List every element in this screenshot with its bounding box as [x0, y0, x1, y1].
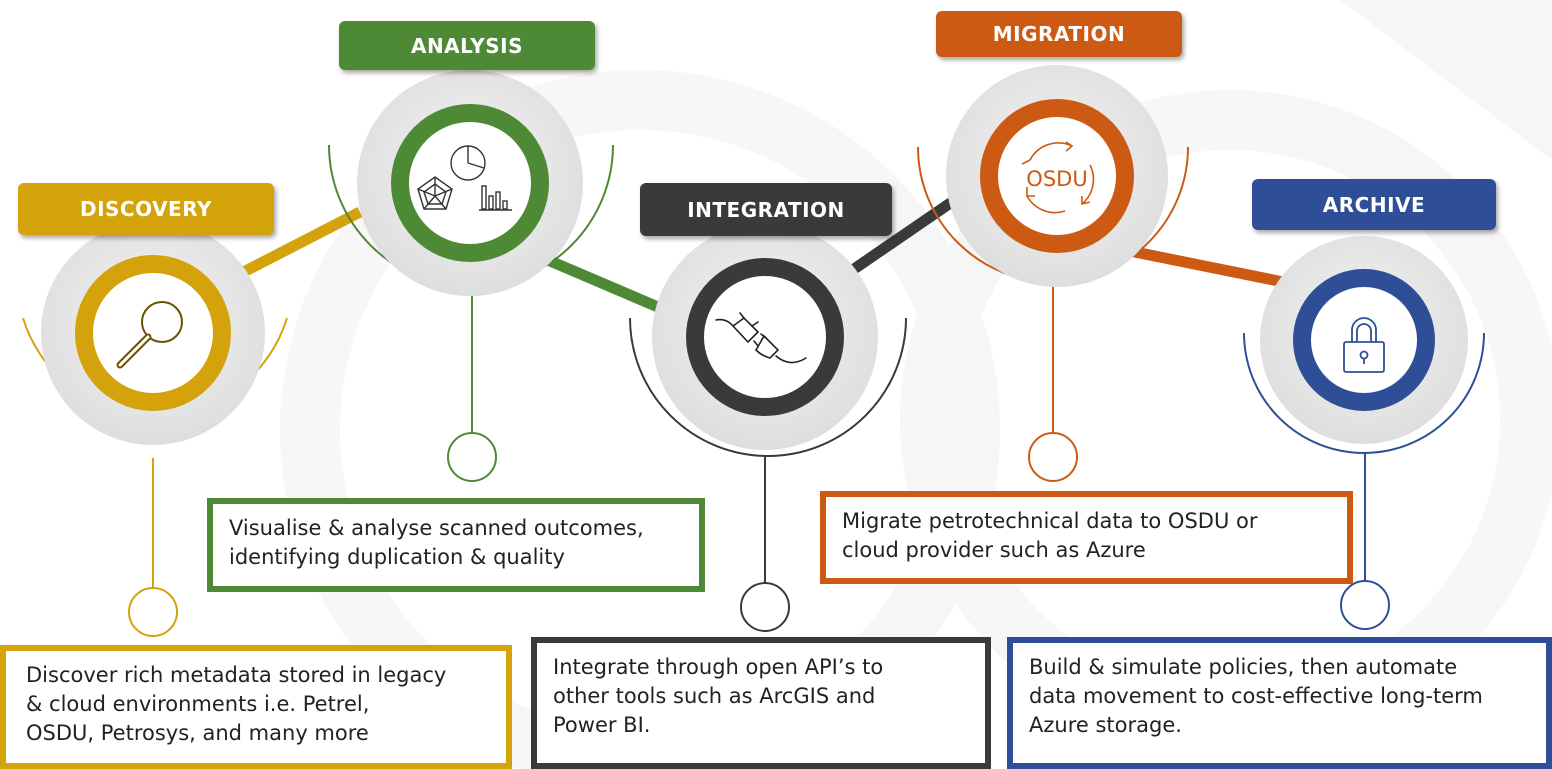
description-line: Discover rich metadata stored in legacy [26, 663, 447, 687]
discovery-node-dot [128, 587, 178, 637]
discovery-description: Discover rich metadata stored in legacy … [0, 645, 512, 769]
description-line: data movement to cost-effective long-ter… [1029, 684, 1483, 708]
analysis-description: Visualise & analyse scanned outcomes, id… [207, 498, 705, 592]
plug-icon [715, 312, 807, 364]
integration-node [629, 224, 907, 632]
archive-label: ARCHIVE [1252, 179, 1496, 230]
description-line: Build & simulate policies, then automate [1029, 655, 1458, 679]
analysis-node [328, 70, 614, 482]
archive-node-dot [1340, 580, 1390, 630]
integration-label: INTEGRATION [640, 183, 892, 236]
description-line: Migrate petrotechnical data to OSDU or [842, 509, 1258, 533]
migration-description: Migrate petrotechnical data to OSDU or c… [820, 491, 1353, 584]
integration-node-dot [740, 582, 790, 632]
connector-migration-archive [1123, 244, 1310, 293]
description-line: OSDU, Petrosys, and many more [26, 721, 369, 745]
padlock-icon [1343, 317, 1385, 373]
description-line: Azure storage. [1029, 713, 1182, 737]
connector-integration-migration [834, 190, 966, 285]
migration-node-dot [1028, 432, 1078, 482]
archive-description: Build & simulate policies, then automate… [1007, 637, 1552, 769]
discovery-node [22, 221, 288, 637]
migration-label: MIGRATION [936, 11, 1182, 57]
migration-node: OSDU [917, 65, 1189, 482]
description-line: Power BI. [553, 713, 651, 737]
osdu-icon-label: OSDU [1026, 167, 1087, 191]
cycle-arrows-icon [1021, 141, 1095, 214]
connector-analysis-integration [540, 252, 668, 316]
description-line: identifying duplication & quality [229, 545, 565, 569]
description-line: Integrate through open API’s to [553, 655, 884, 679]
analysis-node-dot [447, 432, 497, 482]
description-line: & cloud environments i.e. Petrel, [26, 692, 370, 716]
description-line: other tools such as ArcGIS and [553, 684, 876, 708]
analysis-label: ANALYSIS [339, 21, 595, 70]
connector-discovery-analysis [225, 207, 363, 285]
integration-description: Integrate through open API’s to other to… [531, 637, 991, 769]
description-line: Visualise & analyse scanned outcomes, [229, 516, 644, 540]
description-line: cloud provider such as Azure [842, 538, 1146, 562]
archive-node [1243, 236, 1485, 630]
analytics-charts-icon [417, 145, 512, 211]
magnifier-icon [116, 301, 183, 369]
discovery-label: DISCOVERY [18, 183, 274, 235]
integration-outer-arc [629, 317, 907, 457]
